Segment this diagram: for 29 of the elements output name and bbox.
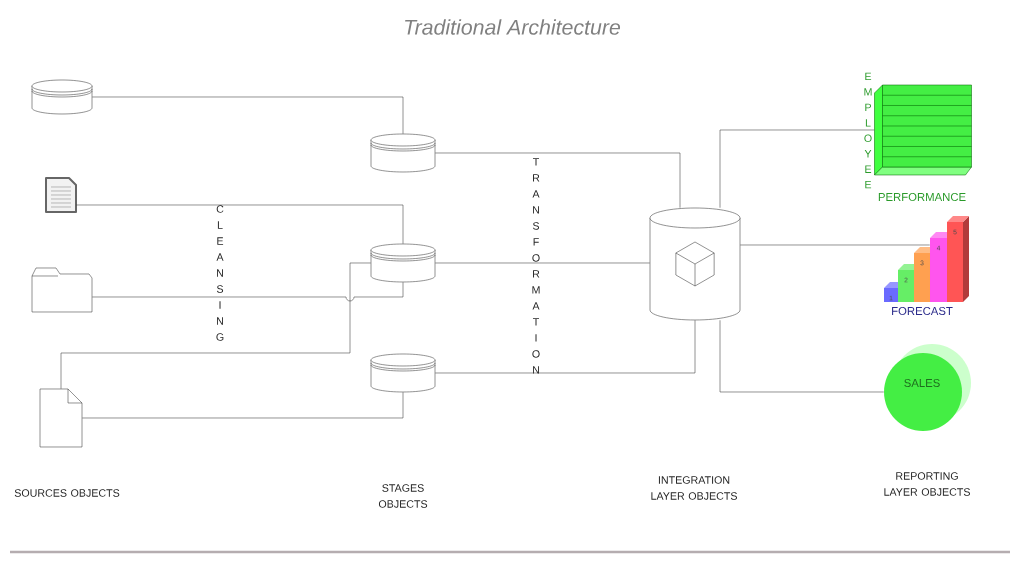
axis-caption: STAGES OBJECTS — [378, 484, 428, 508]
connector-line — [92, 282, 404, 302]
document-icon — [45, 177, 77, 213]
axis-caption: REPORTING LAYER OBJECTS — [884, 472, 970, 496]
folder-icon — [31, 267, 93, 313]
connector-line — [76, 204, 404, 244]
connector-line — [82, 392, 404, 419]
chart-label: PERFORMANCE — [878, 193, 966, 201]
chart-label: FORECAST — [892, 307, 953, 315]
vertical-label: TRANSFORMATION — [532, 158, 540, 374]
connector-line — [435, 262, 650, 264]
axis-caption: INTEGRATION LAYER OBJECTS — [651, 476, 737, 500]
connector-line — [92, 96, 404, 134]
database-cube-icon — [649, 207, 741, 321]
database-icon — [370, 353, 436, 393]
connector-line — [740, 244, 930, 246]
connector-line — [435, 152, 681, 208]
connector-line — [719, 129, 875, 208]
database-icon — [31, 79, 93, 115]
axis-caption: SOURCES OBJECTS — [14, 489, 120, 497]
connector-line — [719, 320, 884, 393]
vertical-label: CLEANSING — [216, 205, 224, 341]
vertical-label: EMPLOYEE — [864, 72, 872, 189]
connector-line — [435, 320, 696, 374]
database-icon — [370, 243, 436, 283]
file-icon — [39, 388, 83, 448]
database-icon — [370, 133, 436, 173]
title: Traditional Architecture — [405, 19, 621, 35]
connector-line — [60, 262, 371, 389]
